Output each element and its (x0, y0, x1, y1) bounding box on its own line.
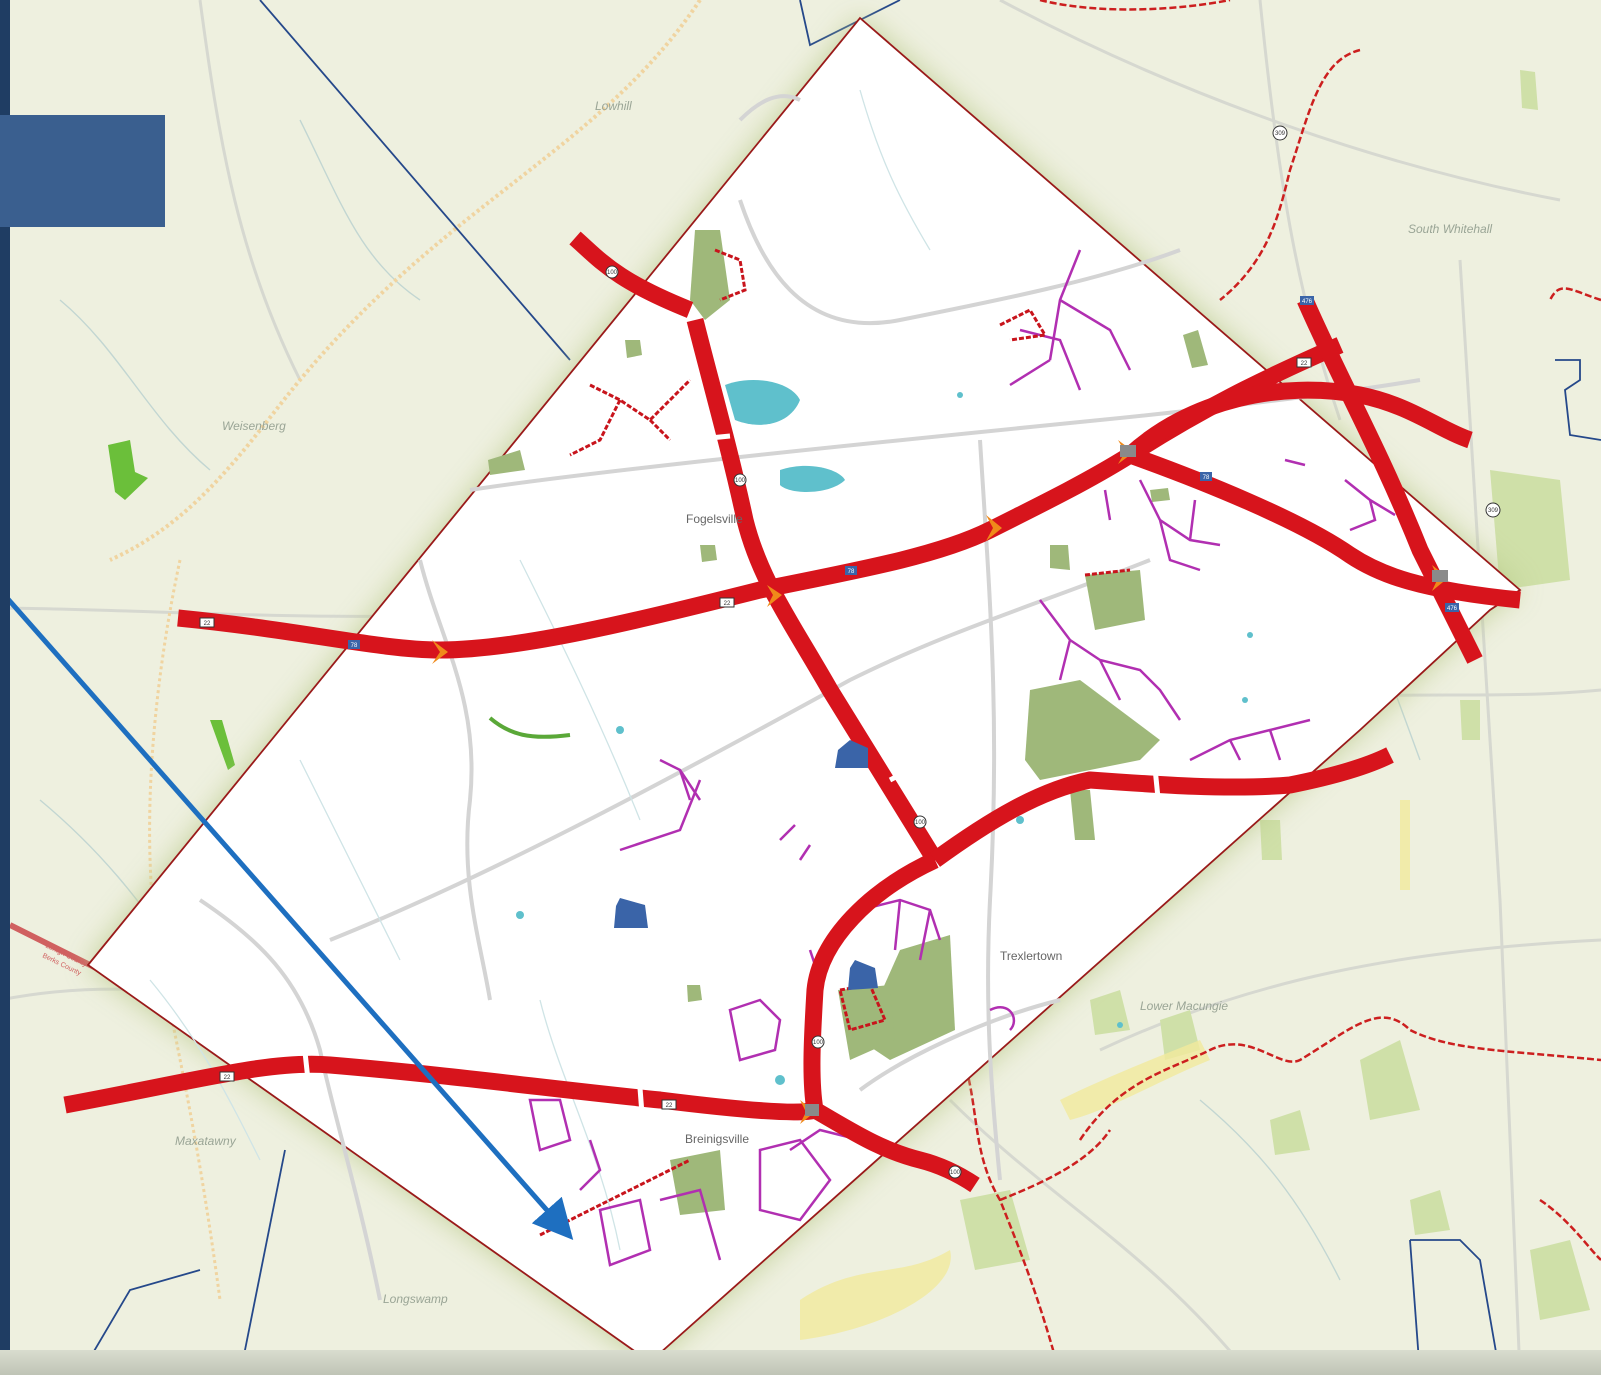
region-label-south-whitehall: South Whitehall (1408, 222, 1492, 236)
shield-label: 100 (735, 478, 746, 484)
shield-label: 476 (1447, 606, 1458, 612)
inside-parks (488, 230, 1208, 1215)
shield-label: 476 (1302, 299, 1313, 305)
shield-label: 22 (666, 1103, 673, 1109)
township-boundaries (79, 0, 1601, 1375)
region-label-maxatawny: Maxatawny (175, 1134, 237, 1148)
shield-label: 100 (607, 270, 618, 276)
yellow-wetlands (800, 800, 1410, 1340)
trail (109, 0, 702, 562)
region-label-lower-macungie: Lower Macungie (1140, 999, 1228, 1013)
place-label-fogelsville: Fogelsville (686, 512, 743, 526)
red-local-roads (539, 248, 1131, 1237)
interchange-icon (805, 445, 1448, 1116)
shield-label: 78 (1203, 475, 1210, 481)
water-bodies (516, 380, 1253, 1085)
route-100-south (803, 852, 939, 1112)
route-100 (686, 317, 943, 865)
title-box (0, 115, 165, 227)
region-label-longswamp: Longswamp (383, 1292, 448, 1306)
route-shields: 100 100 100 100 100 22 22 22 22 22 78 78… (199, 125, 1501, 1179)
route-222-east (930, 747, 1394, 867)
place-labels: Fogelsville Trexlertown Breinigsville (685, 512, 1062, 1146)
shield-label: 100 (950, 1170, 961, 1176)
shield-label: 78 (848, 569, 855, 575)
shield-label: 309 (1488, 508, 1499, 514)
highways (63, 231, 1521, 1193)
county-boundaries (958, 0, 1601, 1375)
pointer-arrow (0, 588, 574, 1241)
left-side-bar (0, 0, 10, 1375)
interstate-476 (1297, 296, 1483, 664)
highway-gaps (302, 433, 1161, 1115)
school-icon (835, 740, 868, 768)
shield-label: 22 (1301, 361, 1308, 367)
outside-green-parcels (108, 440, 235, 770)
trail-green (488, 716, 571, 739)
study-area (86, 16, 1522, 1364)
subdivision-roads (528, 249, 1396, 1267)
school-icon (614, 898, 648, 928)
shield-label: 22 (204, 621, 211, 627)
bottom-strip (0, 1350, 1601, 1375)
place-label-trexlertown: Trexlertown (1000, 949, 1062, 963)
shield-label: 309 (1275, 131, 1286, 137)
shield-label: 22 (724, 601, 731, 607)
region-label-lowhill: Lowhill (595, 99, 632, 113)
shield-label: 22 (224, 1075, 231, 1081)
shield-label: 100 (813, 1040, 824, 1046)
shield-label: 100 (915, 820, 926, 826)
region-label-weisenberg: Weisenberg (222, 419, 286, 433)
shield-label: 78 (351, 643, 358, 649)
place-label-breinigsville: Breinigsville (685, 1132, 749, 1146)
region-labels: Lowhill Weisenberg South Whitehall Maxat… (175, 99, 1492, 1306)
school-icon (848, 960, 878, 990)
